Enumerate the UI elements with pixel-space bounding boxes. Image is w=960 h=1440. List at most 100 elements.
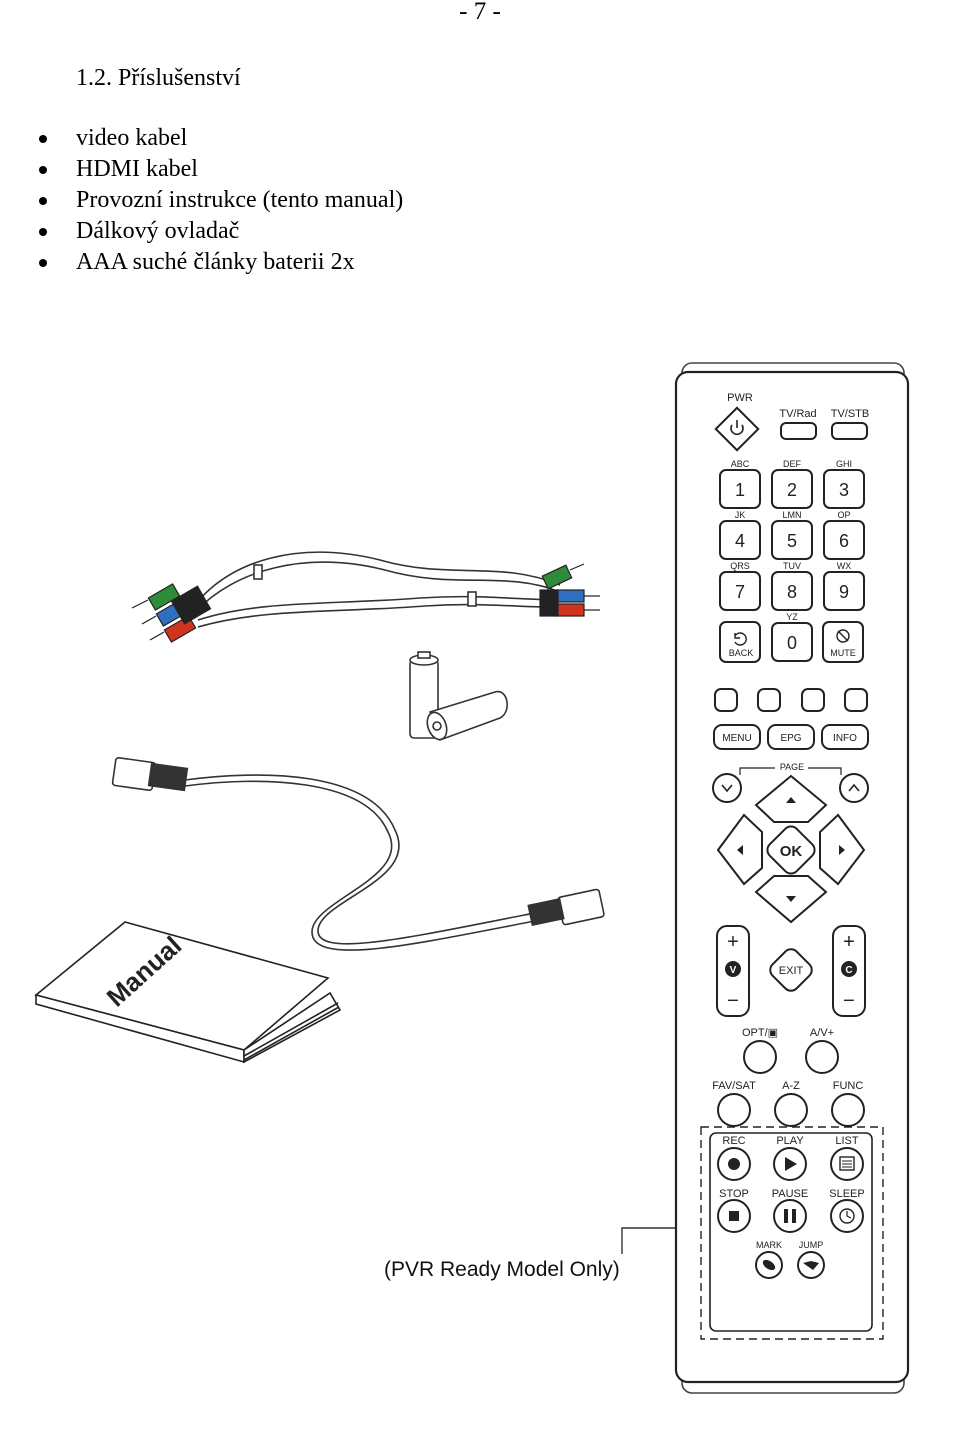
blue-key[interactable] <box>844 688 868 712</box>
a-z-label: A-Z <box>782 1080 800 1092</box>
list-button[interactable] <box>830 1147 864 1181</box>
yellow-key[interactable] <box>801 688 825 712</box>
list-label: LIST <box>835 1135 859 1147</box>
mark-button[interactable] <box>755 1251 783 1279</box>
green-key[interactable] <box>757 688 781 712</box>
fav-sat-button[interactable] <box>717 1093 751 1127</box>
svg-text:2: 2 <box>787 480 797 500</box>
svg-text:4: 4 <box>735 531 745 551</box>
power-button[interactable] <box>714 406 760 452</box>
list-item: AAA suché články baterii 2x <box>36 247 403 278</box>
av-label: A/V+ <box>810 1027 834 1039</box>
key-9[interactable]: WX 9 <box>823 561 865 611</box>
svg-text:5: 5 <box>787 531 797 551</box>
key-8[interactable]: TUV 8 <box>771 561 813 611</box>
svg-text:MENU: MENU <box>722 733 751 744</box>
svg-text:TUV: TUV <box>783 561 801 571</box>
svg-text:7: 7 <box>735 582 745 602</box>
svg-text:BACK: BACK <box>729 648 754 658</box>
key-6[interactable]: OP 6 <box>823 510 865 560</box>
red-key[interactable] <box>714 688 738 712</box>
stop-label: STOP <box>719 1188 749 1200</box>
svg-text:OK: OK <box>780 843 803 860</box>
epg-button[interactable]: EPG <box>767 724 815 750</box>
key-5[interactable]: LMN 5 <box>771 510 813 560</box>
left-button[interactable] <box>716 813 763 886</box>
svg-text:3: 3 <box>839 480 849 500</box>
svg-text:−: − <box>843 990 855 1012</box>
channel-rocker[interactable]: + C − <box>832 925 866 1017</box>
key-4[interactable]: JK 4 <box>719 510 761 560</box>
svg-text:0: 0 <box>787 633 797 653</box>
tv-stb-label: TV/STB <box>831 408 870 420</box>
tv-rad-label: TV/Rad <box>779 408 816 420</box>
page-number: - 7 - <box>459 0 501 25</box>
pause-button[interactable] <box>773 1199 807 1233</box>
svg-text:1: 1 <box>735 480 745 500</box>
av-button[interactable] <box>805 1040 839 1074</box>
svg-text:+: + <box>843 931 855 953</box>
list-item: Dálkový ovladač <box>36 216 403 247</box>
svg-text:+: + <box>727 931 739 953</box>
mute-button[interactable]: MUTE <box>822 621 864 663</box>
right-button[interactable] <box>819 813 866 886</box>
menu-button[interactable]: MENU <box>713 724 761 750</box>
svg-text:JK: JK <box>735 510 746 520</box>
page-up-button[interactable] <box>839 773 869 803</box>
play-button[interactable] <box>773 1147 807 1181</box>
play-label: PLAY <box>776 1135 804 1147</box>
svg-text:C: C <box>845 965 852 976</box>
key-7[interactable]: QRS 7 <box>719 561 761 611</box>
up-button[interactable] <box>754 774 828 823</box>
svg-text:OP: OP <box>837 510 850 520</box>
svg-text:DEF: DEF <box>783 459 802 469</box>
pwr-label: PWR <box>727 392 753 404</box>
jump-label: JUMP <box>799 1240 824 1250</box>
key-0[interactable]: YZ 0 <box>771 612 813 662</box>
page-down-button[interactable] <box>712 773 742 803</box>
svg-text:LMN: LMN <box>782 510 801 520</box>
rec-button[interactable] <box>717 1147 751 1181</box>
svg-text:V: V <box>730 965 737 976</box>
back-button[interactable]: BACK <box>719 621 761 663</box>
opt-button[interactable] <box>743 1040 777 1074</box>
list-item: HDMI kabel <box>36 154 403 185</box>
svg-text:MUTE: MUTE <box>830 648 856 658</box>
svg-text:ABC: ABC <box>731 459 750 469</box>
tv-rad-button[interactable] <box>780 422 817 440</box>
bullet-icon <box>39 135 47 143</box>
exit-button[interactable]: EXIT <box>767 946 815 994</box>
rec-label: REC <box>722 1135 745 1147</box>
volume-rocker[interactable]: + V − <box>716 925 750 1017</box>
pvr-leader-line <box>621 1227 700 1254</box>
opt-label: OPT/▣ <box>742 1027 778 1039</box>
sleep-button[interactable] <box>830 1199 864 1233</box>
func-label: FUNC <box>833 1080 864 1092</box>
batteries <box>409 651 508 742</box>
info-button[interactable]: INFO <box>821 724 869 750</box>
fav-sat-label: FAV/SAT <box>712 1080 756 1092</box>
bullet-icon <box>39 228 47 236</box>
down-button[interactable] <box>754 875 828 924</box>
tv-stb-button[interactable] <box>831 422 868 440</box>
stop-button[interactable] <box>717 1199 751 1233</box>
svg-text:INFO: INFO <box>833 733 857 744</box>
pvr-note: (PVR Ready Model Only) <box>384 1258 620 1281</box>
pause-label: PAUSE <box>772 1188 808 1200</box>
key-2[interactable]: DEF 2 <box>771 459 813 509</box>
jump-button[interactable] <box>797 1251 825 1279</box>
bullet-icon <box>39 197 47 205</box>
remote-control: PWR TV/Rad TV/STB ABC 1 DEF 2 GHI 3 JK <box>674 362 910 1394</box>
ok-button[interactable]: OK <box>764 823 818 877</box>
svg-text:QRS: QRS <box>730 561 750 571</box>
list-item: video kabel <box>36 123 403 154</box>
a-z-button[interactable] <box>774 1093 808 1127</box>
svg-text:GHI: GHI <box>836 459 852 469</box>
bullet-icon <box>39 259 47 267</box>
accessories-illustration: Manual (PVR Ready Model Only) PWR TV/Rad… <box>34 362 910 1394</box>
key-1[interactable]: ABC 1 <box>719 459 761 509</box>
svg-text:EXIT: EXIT <box>779 965 804 977</box>
video-cable <box>131 551 600 643</box>
key-3[interactable]: GHI 3 <box>823 459 865 509</box>
func-button[interactable] <box>831 1093 865 1127</box>
